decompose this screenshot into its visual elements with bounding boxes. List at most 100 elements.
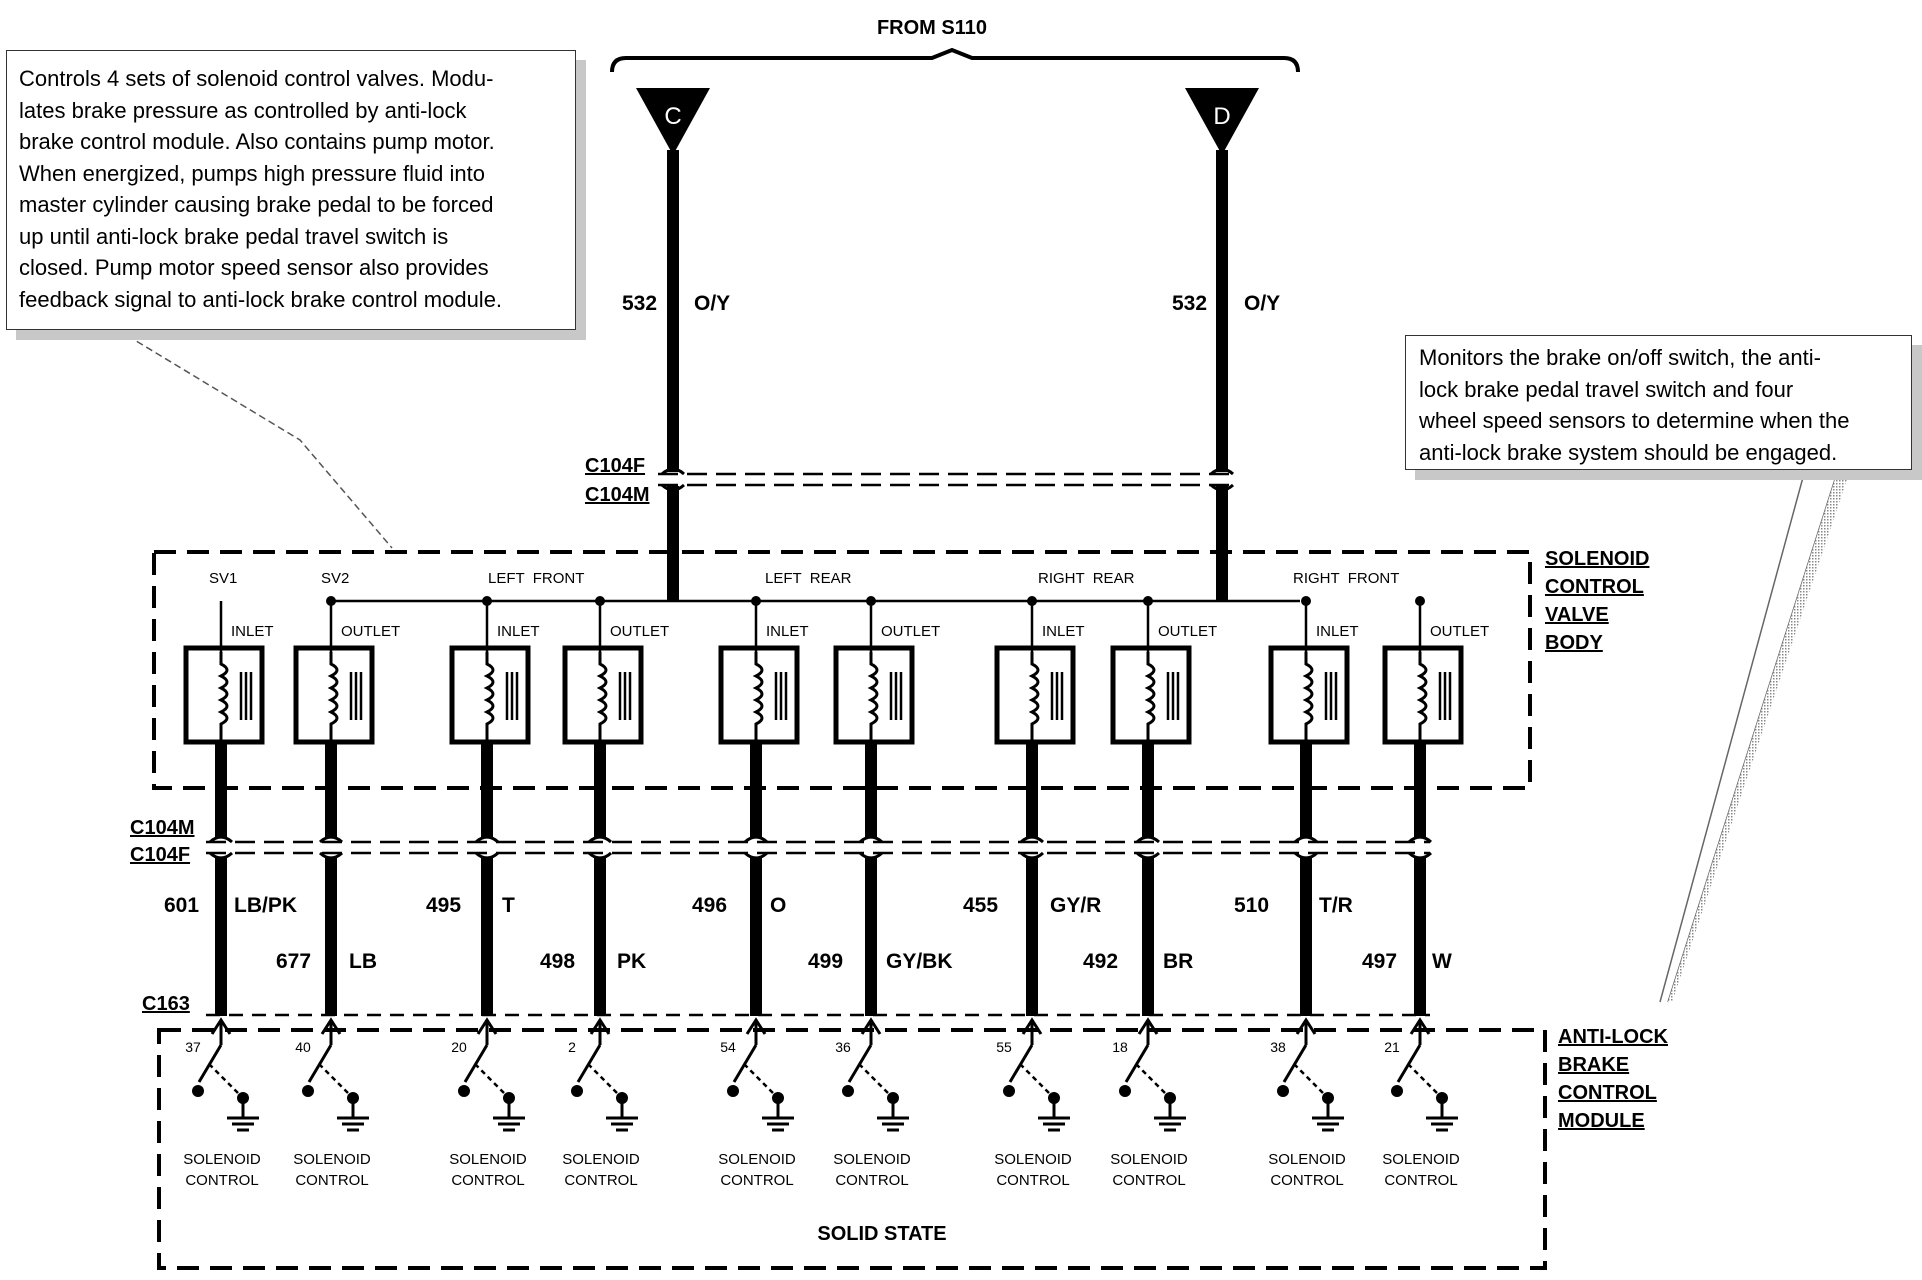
driver-label-line-1: SOLENOID (562, 1151, 640, 1168)
module-pin-number: 40 (295, 1039, 311, 1055)
switch-contact (842, 1085, 854, 1097)
leader-right-shade (1668, 470, 1850, 1002)
group-label-sv1: SV1 (209, 570, 237, 587)
solenoid-valve: OUTLET (833, 596, 940, 745)
valve-port-label: OUTLET (881, 623, 940, 640)
solenoid-valve: INLET (994, 596, 1085, 745)
switch-control-link (1135, 1063, 1167, 1095)
coil-icon (752, 652, 764, 740)
wire-circuit-number: 510 (1234, 894, 1269, 917)
module-title-line-4: MODULE (1558, 1110, 1645, 1132)
valve-port-label: OUTLET (1158, 623, 1217, 640)
driver-label-line-1: SOLENOID (183, 1151, 261, 1168)
feed-wire-left: 532 O/Y (622, 150, 730, 472)
solenoid-valve: INLET (449, 596, 540, 745)
switch-control-link (1019, 1063, 1051, 1095)
group-labels: SV1 SV2 LEFT FRONT LEFT REAR RIGHT REAR … (209, 570, 1399, 587)
wire-circuit-number: 498 (540, 950, 575, 973)
splice-c-letter: C (664, 103, 681, 130)
wire-circuit-number: 495 (426, 894, 461, 917)
driver-label-line-2: CONTROL (451, 1172, 524, 1189)
module-title-line-1: ANTI-LOCK (1558, 1026, 1669, 1048)
driver-label-line-2: CONTROL (185, 1172, 258, 1189)
wire-color-code: LB (349, 950, 377, 973)
connector-c104-top: C104F C104M (585, 455, 1238, 506)
driver-label-line-1: SOLENOID (1110, 1151, 1188, 1168)
note-left-line-1: Controls 4 sets of solenoid control valv… (19, 66, 494, 91)
note-right-line-2: lock brake pedal travel switch and four (1419, 376, 1794, 402)
coil-icon (1028, 652, 1040, 740)
coil-icon (1416, 652, 1428, 740)
wire-circuit-number: 499 (808, 950, 843, 973)
note-control-module: Monitors the brake on/off switch, the an… (1405, 335, 1912, 470)
switch-contact (1003, 1085, 1015, 1097)
solenoid-valve: OUTLET (1110, 596, 1217, 745)
splice-c: C (636, 88, 710, 155)
driver-label-line-1: SOLENOID (994, 1151, 1072, 1168)
wire-circuit-number: 677 (276, 950, 311, 973)
splice-d-letter: D (1213, 103, 1230, 130)
pin-cap-top (208, 835, 234, 844)
group-label-right-rear: RIGHT REAR (1038, 570, 1135, 587)
leader-left (117, 329, 393, 549)
control-wire: 495 T (426, 742, 515, 1016)
driver-label-line-1: SOLENOID (449, 1151, 527, 1168)
valve-body-title-line-4: BODY (1545, 632, 1603, 654)
switch-control-link (208, 1063, 240, 1095)
solenoid-valve: OUTLET (562, 596, 669, 745)
connector-c104m-top-label: C104M (585, 484, 649, 506)
coil-icon (596, 652, 608, 740)
valve-body-title-line-2: CONTROL (1545, 576, 1644, 598)
driver-label-line-2: CONTROL (295, 1172, 368, 1189)
note-left-line-5: master cylinder causing brake pedal to b… (19, 192, 494, 217)
pin-cap-top (743, 835, 769, 844)
pin-chevron-icon (1137, 1017, 1159, 1035)
pin-cap-top (474, 835, 500, 844)
connector-c104f-top-label: C104F (585, 455, 645, 477)
coil-icon (1302, 652, 1314, 740)
switch-contact (1119, 1085, 1131, 1097)
valve-body-title-line-3: VALVE (1545, 604, 1609, 626)
note-left-line-2: lates brake pressure as controlled by an… (19, 97, 467, 123)
pin-cap-top (1407, 835, 1433, 844)
pin-chevron-icon (745, 1017, 767, 1035)
valve-port-label: INLET (1316, 623, 1359, 640)
module-title-line-3: CONTROL (1558, 1082, 1657, 1104)
pin-cap-top (318, 835, 344, 844)
note-left-line-3: brake control module. Also contains pump… (19, 129, 495, 154)
pin-cap-top (1019, 835, 1045, 844)
module-pin-number: 2 (568, 1039, 576, 1055)
driver-label-line-2: CONTROL (720, 1172, 793, 1189)
feed-wire-left-circuit: 532 (622, 292, 657, 315)
group-label-left-front: LEFT FRONT (488, 570, 584, 587)
connector-c104f-bottom-label: C104F (130, 844, 190, 866)
switch-contact (302, 1085, 314, 1097)
switch-contact (458, 1085, 470, 1097)
wire-color-code: T (502, 894, 515, 917)
group-label-left-rear: LEFT REAR (765, 570, 852, 587)
coil-icon (217, 652, 229, 740)
valve-port-label: OUTLET (610, 623, 669, 640)
note-left-line-6: up until anti-lock brake pedal travel sw… (19, 223, 449, 249)
switch-contact (571, 1085, 583, 1097)
group-label-sv2: SV2 (321, 570, 349, 587)
wire-circuit-number: 455 (963, 894, 998, 917)
valve-port-label: INLET (766, 623, 809, 640)
note-left-line-8: feedback signal to anti-lock brake contr… (19, 286, 503, 312)
module-pin-number: 55 (996, 1039, 1012, 1055)
pin-chevron-icon (1295, 1017, 1317, 1035)
pin-cap-top (587, 835, 613, 844)
